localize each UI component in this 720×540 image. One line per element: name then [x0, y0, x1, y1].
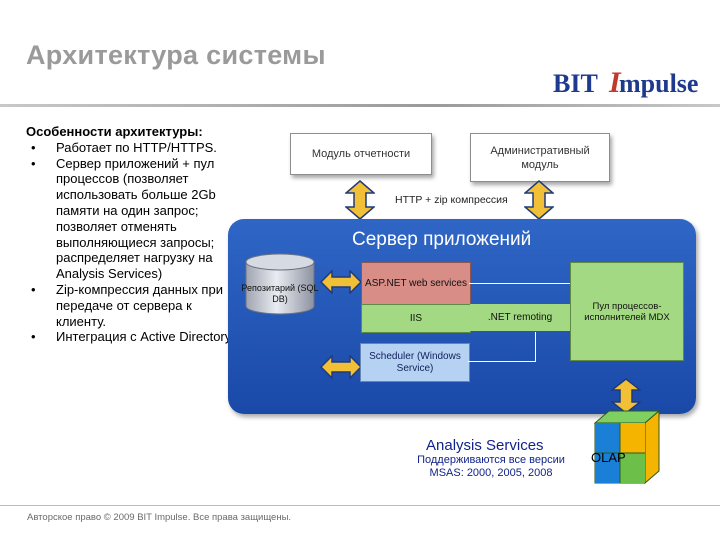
repository-label: Репозитарий (SQL DB) [241, 283, 319, 304]
feature-item: • Сервер приложений + пул процессов (позв… [26, 156, 236, 282]
admin-server-arrow-icon [524, 180, 554, 220]
report-server-arrow-icon [345, 180, 375, 220]
feature-text: Работает по HTTP/HTTPS. [56, 139, 217, 155]
bullet: • [31, 139, 36, 155]
bullet: • [31, 155, 36, 171]
copyright-text: Авторское право © 2009 BIT Impulse. Все … [27, 512, 292, 523]
feature-item: • Работает по HTTP/HTTPS. [26, 140, 236, 156]
feature-text: Сервер приложений + пул процессов (позво… [56, 155, 216, 282]
slide-title: Архитектура системы [26, 40, 326, 70]
feature-item: • Интеграция с Active Directory [26, 329, 236, 345]
bullet: • [31, 281, 36, 297]
feature-text: Zip-компрессия данных при передаче от се… [56, 281, 223, 329]
header-divider [0, 104, 720, 107]
server-title: Сервер приложений [352, 229, 532, 250]
mdx-process-pool-box: Пул процессов-исполнителей MDX [570, 262, 684, 361]
logo-i-text: I [608, 66, 622, 99]
features-list: Особенности архитектуры: • Работает по HT… [26, 124, 236, 345]
olap-cube-icon [593, 409, 661, 485]
iis-box: IIS [361, 304, 471, 333]
admin-module-box: Административный модуль [470, 133, 610, 182]
repo-asp-arrow-icon [320, 270, 362, 294]
feature-text: Интеграция с Active Directory [56, 329, 232, 345]
logo-bit-text: BIT [553, 69, 598, 98]
footer-divider [0, 505, 720, 506]
scheduler-vertical-connector [535, 332, 536, 362]
asp-pool-connector [469, 283, 570, 284]
logo-mpulse-text: mpulse [619, 69, 698, 98]
net-remoting-box: .NET remoting [470, 304, 570, 331]
bit-impulse-logo: BIT I mpulse [553, 66, 698, 99]
olap-label: OLAP [591, 450, 626, 465]
report-module-box: Модуль отчетности [290, 133, 432, 175]
http-compression-label: HTTP + zip компрессия [395, 194, 508, 206]
analysis-services-title: Analysis Services [426, 437, 544, 454]
repo-scheduler-arrow-icon [320, 355, 362, 379]
database-cylinder-icon [245, 253, 315, 315]
analysis-services-versions: Поддерживаются все версии MSAS: 2000, 20… [417, 454, 565, 479]
features-heading: Особенности архитектуры: [26, 124, 203, 139]
scheduler-box: Scheduler (Windows Service) [360, 343, 470, 382]
scheduler-connector [468, 361, 536, 362]
feature-item: • Zip-компрессия данных при передаче от с… [26, 282, 236, 329]
asp-net-web-services-box: ASP.NET web services [361, 262, 471, 306]
bullet: • [31, 329, 36, 345]
